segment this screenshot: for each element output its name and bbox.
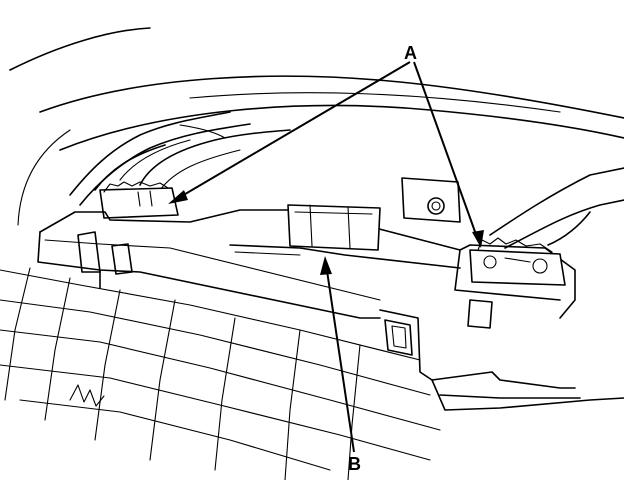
ribbon-cable: [489, 167, 624, 249]
callout-arrow-b: [320, 256, 355, 453]
bezel-frame: [77, 231, 624, 411]
mounting-bracket: [401, 177, 461, 223]
lower-grille: [0, 267, 441, 481]
wire-harness: [69, 111, 291, 206]
callout-arrows-a: [168, 61, 484, 248]
callout-label-a: A: [404, 43, 417, 63]
right-connector: [469, 237, 566, 286]
left-connector: [99, 181, 179, 219]
dashboard-surface: [9, 27, 624, 226]
callout-label-b: B: [348, 454, 361, 474]
center-tab: [287, 204, 381, 251]
